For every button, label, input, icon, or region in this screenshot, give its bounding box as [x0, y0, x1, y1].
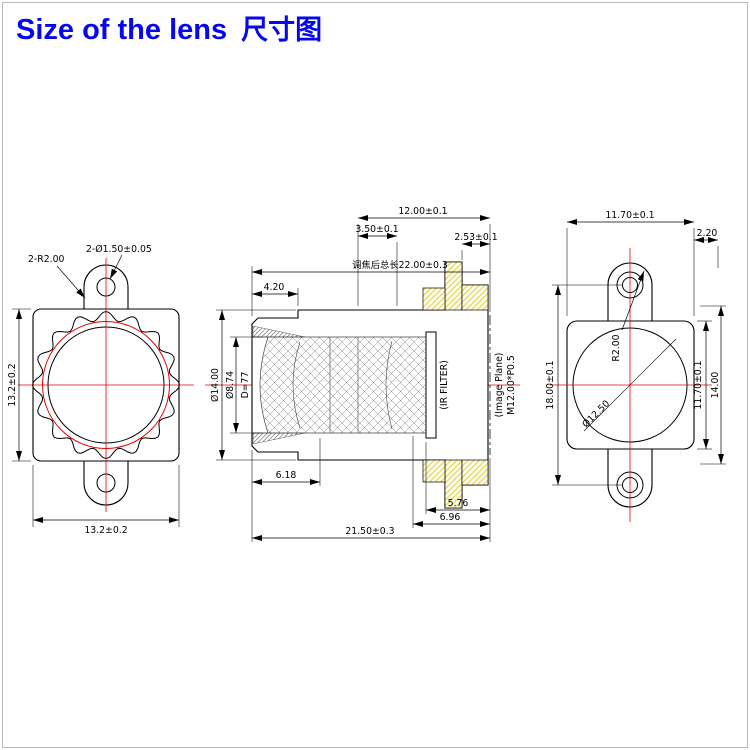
section-dim-2-53: 2.53±0.1 [454, 232, 498, 260]
back-dim-18-text: 18.00±0.1 [545, 360, 556, 409]
section-dim-5-76: 5.76 [425, 442, 491, 542]
section-dim-3-5-text: 3.50±0.1 [355, 224, 398, 235]
section-dim-cap-text: 4.20 [264, 282, 285, 293]
ir-filter-slab [425, 331, 437, 439]
front-note-holes: 2-Ø1.50±0.05 [86, 244, 152, 280]
section-dim-6-96: 6.96 [412, 436, 490, 528]
page-title-en: Size of the lens [16, 14, 228, 46]
section-dim-cap: 4.20 [251, 266, 299, 316]
front-dim-height: 13.2±0.2 [7, 308, 31, 462]
front-note-radius-text: 2-R2.00 [28, 254, 65, 265]
barrel-nose-section-bottom [252, 432, 306, 445]
page-title-zh: 尺寸图 [241, 15, 323, 45]
section-dim-d77-text: D=77 [240, 372, 251, 399]
section-dim-21-5-text: 21.50±0.3 [345, 526, 394, 537]
back-dim-2-2-text: 2.20 [697, 228, 718, 239]
lens-glass-section [252, 325, 427, 445]
section-dim-6-18-text: 6.18 [276, 470, 297, 481]
page-title: Size of the lens 尺寸图 [16, 8, 322, 47]
back-dim-height: 11.70±0.1 [693, 320, 712, 450]
front-dim-height-text: 13.2±0.2 [7, 363, 18, 406]
section-dim-12: 12.00±0.1 [357, 206, 491, 312]
section-note-total: 调焦后总长22.00±0.3 [252, 259, 490, 275]
section-dim-bore: Ø8.74 [225, 336, 262, 434]
section-dim-6-96-text: 6.96 [440, 512, 461, 523]
front-note-radius: 2-R2.00 [28, 254, 86, 299]
section-dim-od-text: Ø14.00 [210, 368, 221, 402]
back-dim-height-text: 11.70±0.1 [693, 360, 704, 409]
section-dim-5-76-text: 5.76 [448, 498, 469, 509]
back-dim-14: 14.00 [700, 305, 726, 465]
barrel-nose-section-top [252, 325, 306, 338]
back-dim-width-text: 11.70±0.1 [605, 210, 654, 221]
front-note-holes-text: 2-Ø1.50±0.05 [86, 244, 152, 255]
section-dim-6-18: 6.18 [251, 438, 321, 542]
section-dim-21-5: 21.50±0.3 [252, 526, 490, 541]
section-dim-bore-text: Ø8.74 [225, 371, 236, 399]
thread-spec-label: M12.00*P0.5 [506, 355, 517, 415]
back-note-r2: R2.00 [611, 270, 645, 362]
back-note-r2-text: R2.00 [611, 334, 622, 361]
back-dim-14-text: 14.00 [710, 372, 721, 399]
image-plane-label: (Image Plane) [494, 353, 505, 418]
section-dim-od: Ø14.00 [210, 309, 296, 461]
back-dim-width: 11.70±0.1 [566, 210, 695, 316]
section-note-total-text: 调焦后总长22.00±0.3 [352, 259, 448, 271]
section-dim-2-53-text: 2.53±0.1 [454, 232, 497, 243]
back-dim-2-2: 2.20 [694, 228, 719, 268]
ir-filter-label: (IR FILTER) [439, 360, 450, 409]
front-view: 13.2±0.2 13.2±0.2 2-R2.00 2-Ø1.50±0.05 [7, 244, 194, 536]
back-view: Ø12.50 R2.00 11.70±0.1 2.20 18.00±0.1 [545, 210, 726, 522]
back-dim-18: 18.00±0.1 [545, 284, 622, 486]
section-view: (IR FILTER) (Image Plane) M12.00*P0.5 4.… [205, 206, 520, 542]
front-dim-width: 13.2±0.2 [32, 465, 180, 536]
section-dim-12-text: 12.00±0.1 [398, 206, 447, 217]
front-dim-width-text: 13.2±0.2 [84, 525, 127, 536]
